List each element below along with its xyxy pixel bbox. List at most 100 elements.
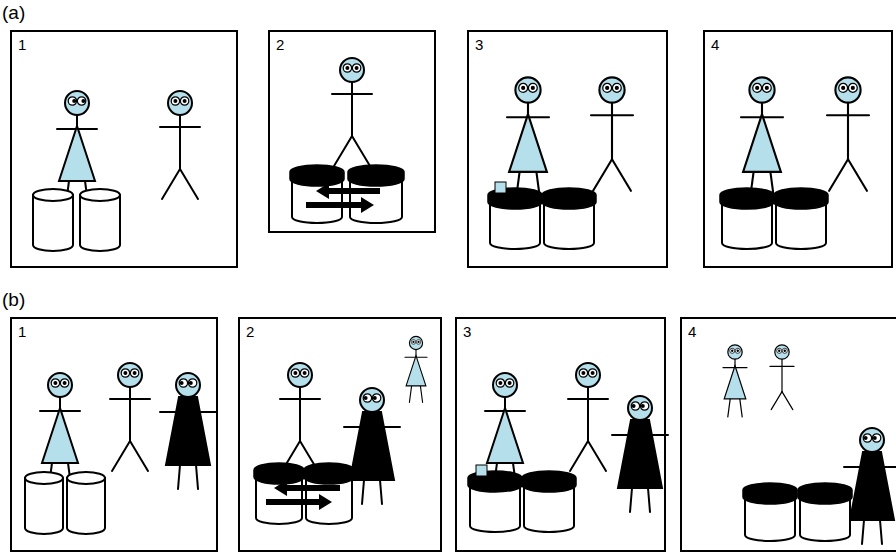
container bbox=[522, 471, 576, 532]
pupil bbox=[632, 404, 636, 408]
body bbox=[847, 103, 849, 160]
dress bbox=[42, 408, 78, 463]
container-lid bbox=[304, 463, 354, 484]
dress bbox=[487, 408, 523, 463]
head bbox=[48, 373, 72, 397]
panel-group-label: (b) bbox=[2, 290, 25, 309]
panel-number: 3 bbox=[475, 37, 483, 52]
container-lid bbox=[720, 188, 774, 209]
dress bbox=[406, 356, 426, 386]
leg bbox=[380, 480, 382, 504]
head bbox=[493, 373, 517, 397]
container bbox=[720, 188, 774, 249]
leg bbox=[420, 386, 422, 403]
body bbox=[611, 103, 613, 160]
leg bbox=[362, 480, 364, 504]
eye bbox=[51, 379, 59, 387]
container-opening bbox=[80, 189, 120, 201]
panel-box: 2 bbox=[268, 30, 436, 233]
dress bbox=[350, 412, 394, 480]
pupil bbox=[641, 404, 645, 408]
eye bbox=[735, 348, 740, 353]
pupil bbox=[581, 371, 585, 375]
pupil bbox=[133, 371, 137, 375]
arms bbox=[591, 114, 633, 116]
eye bbox=[372, 394, 380, 402]
head bbox=[835, 77, 860, 102]
arms bbox=[332, 93, 372, 95]
boy-figure bbox=[110, 363, 150, 471]
container-opening bbox=[67, 472, 105, 484]
arrow-shaft bbox=[326, 188, 380, 194]
arms bbox=[827, 114, 869, 116]
swap-arrow bbox=[306, 197, 374, 213]
leg bbox=[570, 441, 588, 471]
container-body bbox=[67, 478, 105, 534]
leg bbox=[782, 392, 793, 410]
panel-number: 2 bbox=[246, 324, 254, 339]
arms bbox=[844, 466, 896, 468]
leg bbox=[630, 488, 632, 512]
pupil bbox=[63, 381, 67, 385]
pupil bbox=[731, 350, 733, 352]
container bbox=[80, 189, 120, 251]
leg bbox=[334, 136, 352, 166]
dress bbox=[850, 452, 894, 520]
leg bbox=[848, 159, 867, 190]
container-lid bbox=[774, 188, 828, 209]
container bbox=[304, 463, 354, 524]
panel-number: 1 bbox=[18, 324, 26, 339]
eye bbox=[730, 348, 735, 353]
boy-figure bbox=[770, 345, 794, 410]
container bbox=[67, 472, 105, 534]
pupil bbox=[591, 371, 595, 375]
eye bbox=[848, 83, 857, 92]
eye bbox=[130, 369, 138, 377]
head bbox=[628, 396, 652, 420]
eye bbox=[60, 379, 68, 387]
container bbox=[542, 188, 596, 249]
panel-box: 4 bbox=[680, 317, 896, 552]
eye bbox=[863, 434, 871, 442]
leg bbox=[409, 386, 411, 403]
panel-box: 3 bbox=[455, 317, 666, 552]
head bbox=[749, 77, 774, 102]
container-lid bbox=[798, 483, 852, 504]
pupil bbox=[864, 436, 868, 440]
pupil bbox=[364, 396, 368, 400]
panel-box: 1 bbox=[10, 317, 218, 552]
eye bbox=[416, 340, 421, 345]
body bbox=[781, 359, 782, 391]
eye bbox=[411, 340, 416, 345]
boy-figure bbox=[568, 363, 608, 471]
eye bbox=[588, 369, 596, 377]
leg bbox=[880, 520, 882, 544]
panel-box: 3 bbox=[467, 30, 668, 268]
leg bbox=[178, 465, 180, 489]
pupil bbox=[784, 350, 786, 352]
leg bbox=[740, 399, 742, 417]
eye bbox=[612, 83, 621, 92]
arrow-shaft bbox=[266, 499, 322, 505]
eye bbox=[188, 379, 196, 387]
body bbox=[587, 387, 589, 441]
eye bbox=[528, 83, 537, 92]
eye bbox=[505, 379, 513, 387]
dress bbox=[618, 420, 662, 488]
arms bbox=[568, 398, 608, 400]
hidden-object bbox=[495, 182, 506, 193]
leg bbox=[593, 159, 612, 190]
body bbox=[299, 387, 301, 441]
boy-figure bbox=[827, 77, 869, 190]
panel-number: 2 bbox=[276, 37, 284, 52]
head bbox=[340, 58, 364, 82]
head bbox=[860, 428, 884, 452]
leg bbox=[862, 520, 864, 544]
container bbox=[743, 483, 797, 541]
eye bbox=[782, 348, 787, 353]
pupil bbox=[53, 381, 57, 385]
pupil bbox=[173, 99, 177, 103]
girl-figure bbox=[723, 345, 747, 417]
pupil bbox=[355, 66, 359, 70]
